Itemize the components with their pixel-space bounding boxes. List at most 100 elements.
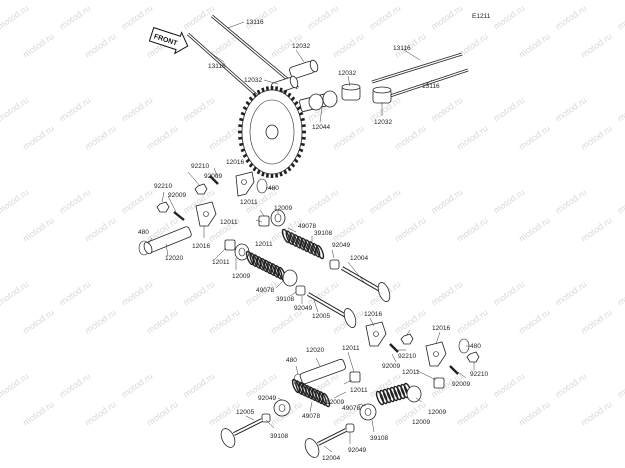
label-92049: 92049 bbox=[348, 447, 366, 454]
circlip bbox=[256, 178, 268, 194]
label-49078: 49078 bbox=[302, 413, 320, 420]
watermark-text: motod.ru bbox=[455, 307, 490, 336]
valve bbox=[220, 418, 263, 448]
valve-spring bbox=[245, 250, 287, 282]
front-arrow-icon: FRONT bbox=[148, 27, 189, 55]
label-480: 480 bbox=[286, 357, 297, 364]
lock-nut bbox=[400, 333, 414, 345]
label-49078: 49078 bbox=[256, 287, 274, 294]
spring-coil bbox=[396, 384, 406, 400]
gear-tooth bbox=[283, 169, 288, 175]
gear-tooth bbox=[301, 136, 306, 140]
spring-coil bbox=[389, 386, 399, 402]
gear-tooth bbox=[245, 158, 251, 164]
watermark-text: motod.ru bbox=[616, 279, 625, 308]
pivot-bushing bbox=[433, 377, 445, 389]
label-12011: 12011 bbox=[240, 199, 258, 206]
watermark-text: motod.ru bbox=[393, 215, 428, 244]
watermark-text: motod.ru bbox=[492, 371, 527, 400]
rocker-arm bbox=[235, 171, 255, 197]
label-12009: 12009 bbox=[232, 273, 250, 280]
label-92210: 92210 bbox=[154, 183, 172, 190]
gear-tooth bbox=[300, 117, 305, 122]
watermark-text: motod.ru bbox=[517, 215, 552, 244]
gear-tooth bbox=[298, 111, 304, 116]
rocker-shaft bbox=[143, 226, 192, 255]
gear-tooth bbox=[239, 117, 244, 122]
gear-tooth bbox=[265, 173, 270, 178]
watermark-text: motod.ru bbox=[83, 215, 118, 244]
lock-nut bbox=[156, 201, 170, 213]
gear-tooth bbox=[293, 158, 299, 164]
watermark-text: motod.ru bbox=[182, 95, 217, 124]
label-12011: 12011 bbox=[255, 241, 273, 248]
gear-tooth bbox=[248, 96, 254, 102]
lock-nut bbox=[194, 183, 208, 195]
watermark-text: motod.ru bbox=[58, 279, 93, 308]
valve-spring-retainer bbox=[406, 385, 422, 403]
gear-tooth bbox=[238, 136, 243, 140]
gear-tooth bbox=[265, 86, 270, 91]
label-12011: 12011 bbox=[402, 369, 420, 376]
rocker-arm bbox=[425, 341, 447, 367]
watermark-text: motod.ru bbox=[0, 3, 30, 32]
label-92210: 92210 bbox=[470, 371, 488, 378]
watermark-text: motod.ru bbox=[83, 399, 118, 428]
watermark-text: motod.ru bbox=[58, 371, 93, 400]
pivot-bushing bbox=[224, 239, 236, 251]
gear-tooth bbox=[252, 166, 257, 172]
push-rod bbox=[371, 52, 463, 84]
label-12044: 12044 bbox=[312, 124, 330, 131]
part-labels: 13116 13116 13116 13116 12032 12032 1203… bbox=[138, 19, 488, 462]
gear-tooth bbox=[240, 148, 246, 153]
watermark-text: motod.ru bbox=[393, 123, 428, 152]
label-92210: 92210 bbox=[398, 353, 416, 360]
label-12005: 12005 bbox=[236, 409, 254, 416]
watermark-text: motod.ru bbox=[368, 3, 403, 32]
gear-tooth bbox=[279, 87, 283, 93]
watermark-text: motod.ru bbox=[83, 31, 118, 60]
gear-tooth bbox=[245, 100, 251, 106]
watermark-text: motod.ru bbox=[145, 307, 180, 336]
gear-tooth bbox=[300, 142, 305, 147]
label-12011: 12011 bbox=[350, 387, 368, 394]
gear-tooth bbox=[252, 92, 257, 98]
watermark-text: motod.ru bbox=[120, 95, 155, 124]
gear-tooth bbox=[296, 153, 302, 158]
watermark-text: motod.ru bbox=[393, 307, 428, 336]
watermark-text: motod.ru bbox=[83, 123, 118, 152]
watermark-text: motod.ru bbox=[368, 187, 403, 216]
gear-tooth bbox=[290, 96, 296, 102]
gear-tooth bbox=[240, 111, 246, 116]
label-39108: 39108 bbox=[270, 433, 288, 440]
watermark-text: motod.ru bbox=[492, 3, 527, 32]
watermark-text: motod.ru bbox=[430, 95, 465, 124]
pivot-bushing bbox=[258, 215, 270, 227]
watermark-text: motod.ru bbox=[517, 307, 552, 336]
watermark-text: motod.ru bbox=[492, 279, 527, 308]
watermark-text: motod.ru bbox=[331, 31, 366, 60]
label-92049: 92049 bbox=[294, 305, 312, 312]
watermark-text: motod.ru bbox=[120, 371, 155, 400]
pivot-bushing bbox=[349, 371, 361, 383]
watermark-text: motod.ru bbox=[616, 187, 625, 216]
label-92049: 92049 bbox=[258, 395, 276, 402]
label-39108: 39108 bbox=[276, 296, 294, 303]
camshaft bbox=[299, 90, 338, 112]
watermark-text: motod.ru bbox=[21, 31, 56, 60]
watermark-text: motod.ru bbox=[21, 307, 56, 336]
rocker-arm bbox=[195, 201, 217, 227]
valve-spring-retainer bbox=[234, 243, 250, 261]
valve-spring bbox=[281, 228, 325, 260]
gear-tooth bbox=[274, 86, 279, 91]
watermark-text: motod.ru bbox=[430, 3, 465, 32]
spring-coil bbox=[315, 244, 325, 260]
watermark-text: motod.ru bbox=[0, 371, 30, 400]
label-49078: 49078 bbox=[298, 223, 316, 230]
watermark-text: motod.ru bbox=[58, 3, 93, 32]
watermark-text: motod.ru bbox=[83, 307, 118, 336]
watermark-text: motod.ru bbox=[306, 187, 341, 216]
watermark-text: motod.ru bbox=[579, 123, 614, 152]
adjust-screw bbox=[449, 365, 459, 375]
valve bbox=[340, 266, 391, 302]
